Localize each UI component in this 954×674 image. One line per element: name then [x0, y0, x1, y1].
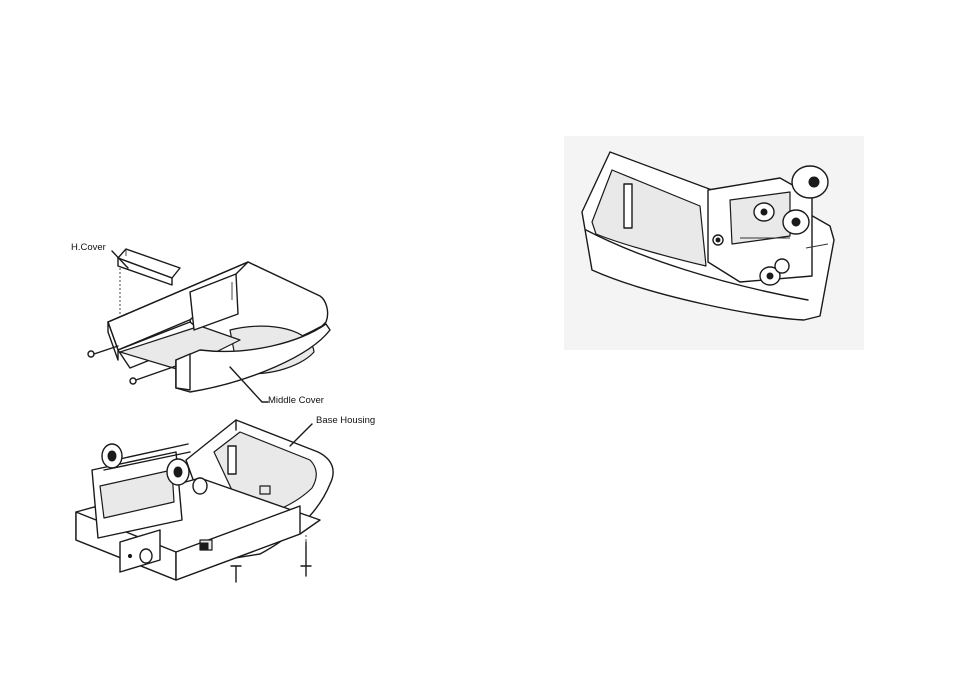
base-housing-label: Base Housing [316, 416, 375, 426]
base-housing-part [76, 420, 333, 580]
middle-cover-part [108, 262, 330, 392]
base-housing-leader [290, 424, 312, 446]
h-cover-label: H.Cover [71, 243, 106, 253]
middle-cover-label: Middle Cover [268, 396, 324, 406]
printer-photo [564, 136, 864, 350]
